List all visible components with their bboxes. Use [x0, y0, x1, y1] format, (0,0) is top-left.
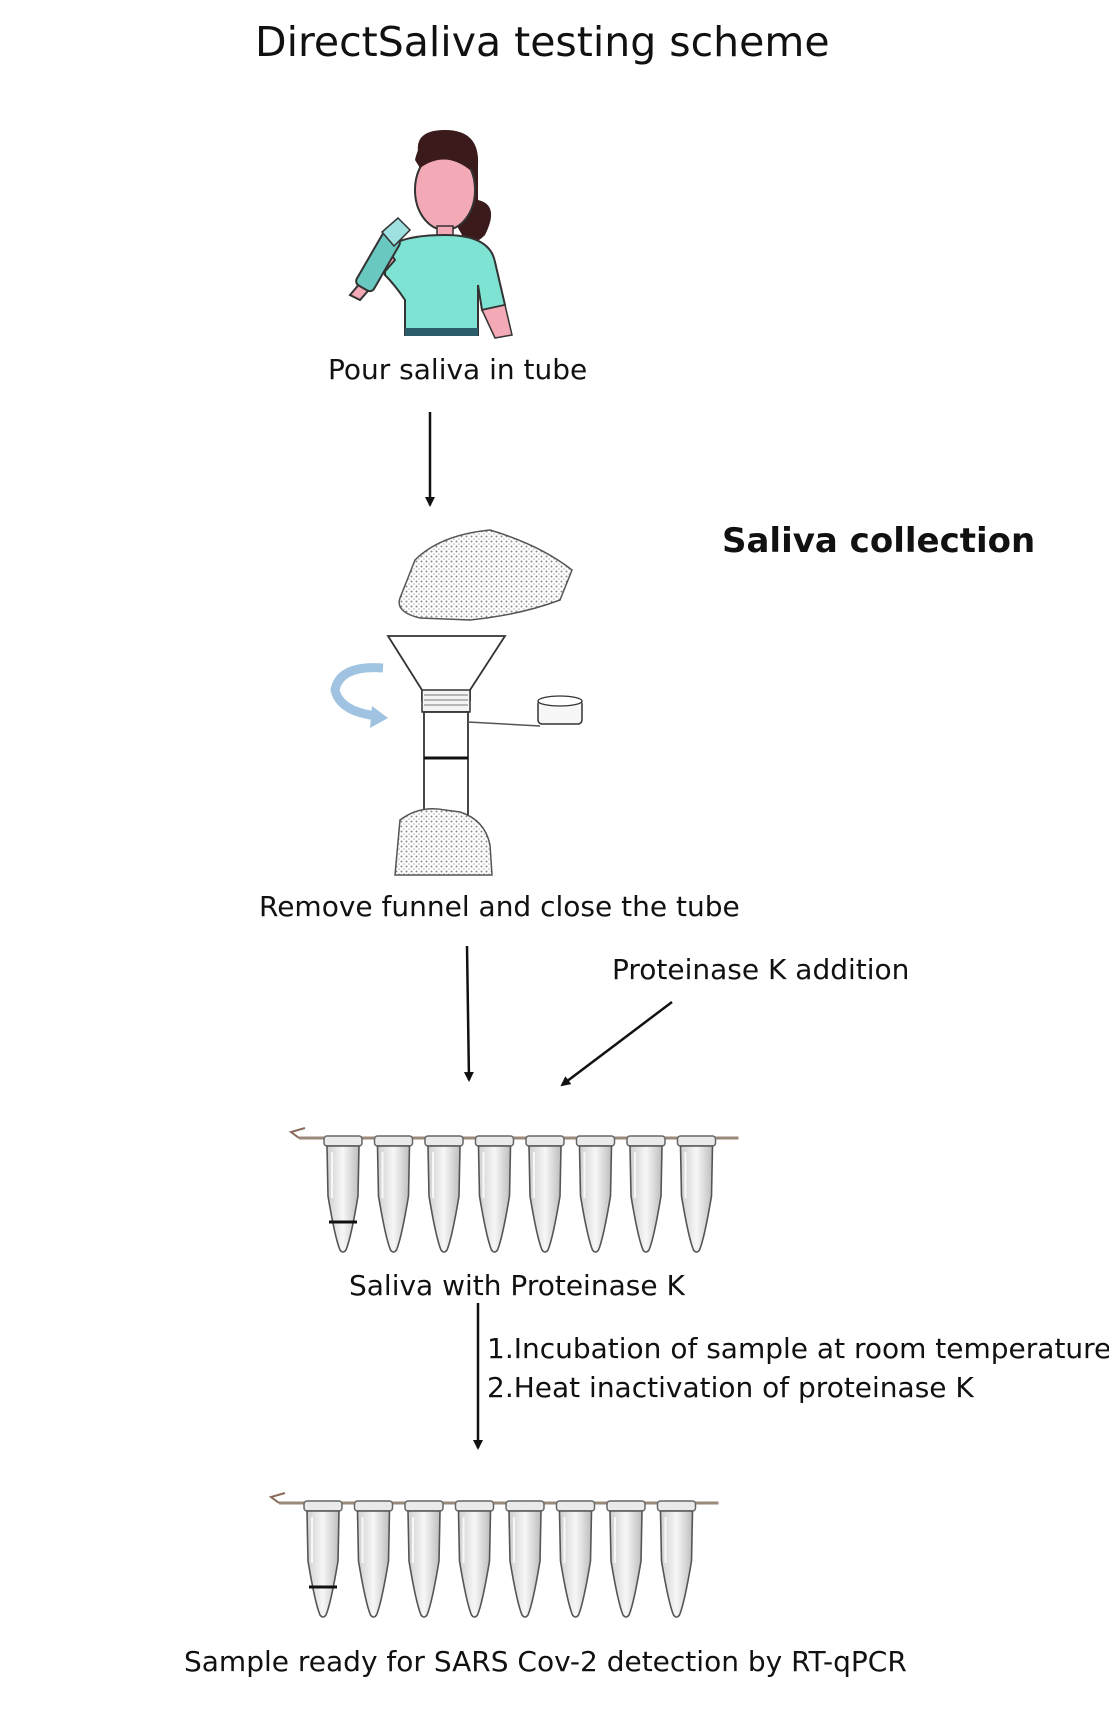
pcr-tube	[474, 1135, 515, 1253]
pcr-tube	[404, 1500, 444, 1618]
pcr-tube	[323, 1135, 363, 1253]
arrow-proteinase	[560, 1001, 673, 1087]
pcr-tube	[353, 1500, 394, 1618]
section-label: Saliva collection	[722, 521, 1036, 561]
step-incubation-label: 1.Incubation of sample at room temperatu…	[487, 1332, 1109, 1365]
pcr-tube	[424, 1135, 464, 1253]
pcr-tube	[555, 1500, 596, 1618]
pcr-tube	[676, 1135, 717, 1253]
step-pour-label: Pour saliva in tube	[328, 353, 588, 386]
step-ready-label: Sample ready for SARS Cov-2 detection by…	[184, 1645, 907, 1678]
pcr-tube	[626, 1135, 666, 1253]
step-close-label: Remove funnel and close the tube	[259, 890, 740, 923]
funnel-tube-illustration	[330, 528, 592, 876]
woman-illustration	[348, 130, 513, 339]
pcr-tube	[606, 1500, 646, 1618]
tube-strip-ready	[268, 1492, 719, 1618]
pcr-tube	[454, 1500, 495, 1618]
pcr-tube	[505, 1500, 545, 1618]
pcr-tube	[373, 1135, 414, 1253]
pcr-tube	[525, 1135, 565, 1253]
pcr-tube	[575, 1135, 616, 1253]
step-proteinase-label: Proteinase K addition	[612, 953, 910, 986]
step-heat-label: 2.Heat inactivation of proteinase K	[487, 1371, 974, 1404]
pcr-tube	[303, 1500, 343, 1618]
step-mixed-label: Saliva with Proteinase K	[349, 1269, 685, 1302]
pcr-tube	[656, 1500, 697, 1618]
tube-strip-mixed	[288, 1127, 739, 1253]
arrow-close-to-mix	[463, 945, 474, 1082]
page-title: DirectSaliva testing scheme	[255, 18, 830, 66]
